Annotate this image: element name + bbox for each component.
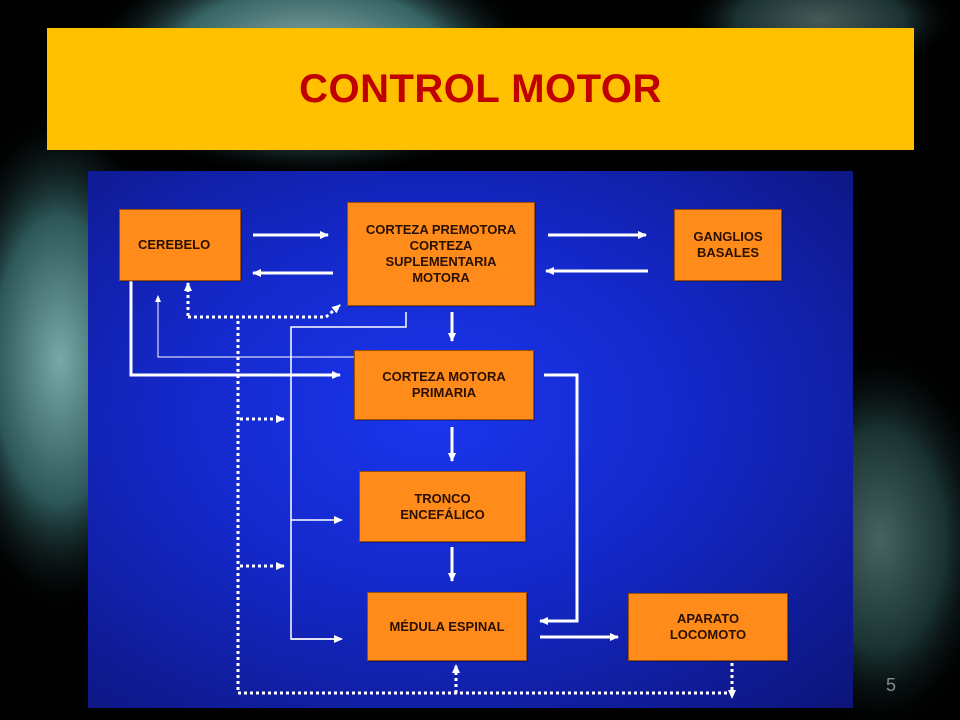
node-aparato-locomoto: APARATO LOCOMOTO <box>628 593 788 661</box>
diagram-connections <box>129 231 736 699</box>
node-medula-espinal: MÉDULA ESPINAL <box>367 592 527 661</box>
dotted-line-to-premotora <box>188 303 341 319</box>
node-cerebelo: CEREBELO <box>119 209 241 281</box>
node-corteza-motora-primaria: CORTEZA MOTORA PRIMARIA <box>354 350 534 420</box>
node-ganglios-basales: GANGLIOS BASALES <box>674 209 782 281</box>
slide-title: CONTROL MOTOR <box>299 66 662 111</box>
title-banner: CONTROL MOTOR <box>47 28 914 150</box>
motor-control-diagram: CEREBELO CORTEZA PREMOTORA CORTEZA SUPLE… <box>88 171 853 708</box>
node-tronco-encefalico: TRONCO ENCEFÁLICO <box>359 471 526 542</box>
dotted-feedback-loop <box>236 321 732 695</box>
slide-number: 5 <box>886 675 897 695</box>
arrow-cerebelo-to-primaria <box>129 281 341 379</box>
arrow-primaria-to-medula <box>539 373 579 625</box>
arrow-primaria-feedback-to-cerebelo <box>155 295 356 358</box>
node-corteza-premotora: CORTEZA PREMOTORA CORTEZA SUPLEMENTARIA … <box>347 202 535 306</box>
